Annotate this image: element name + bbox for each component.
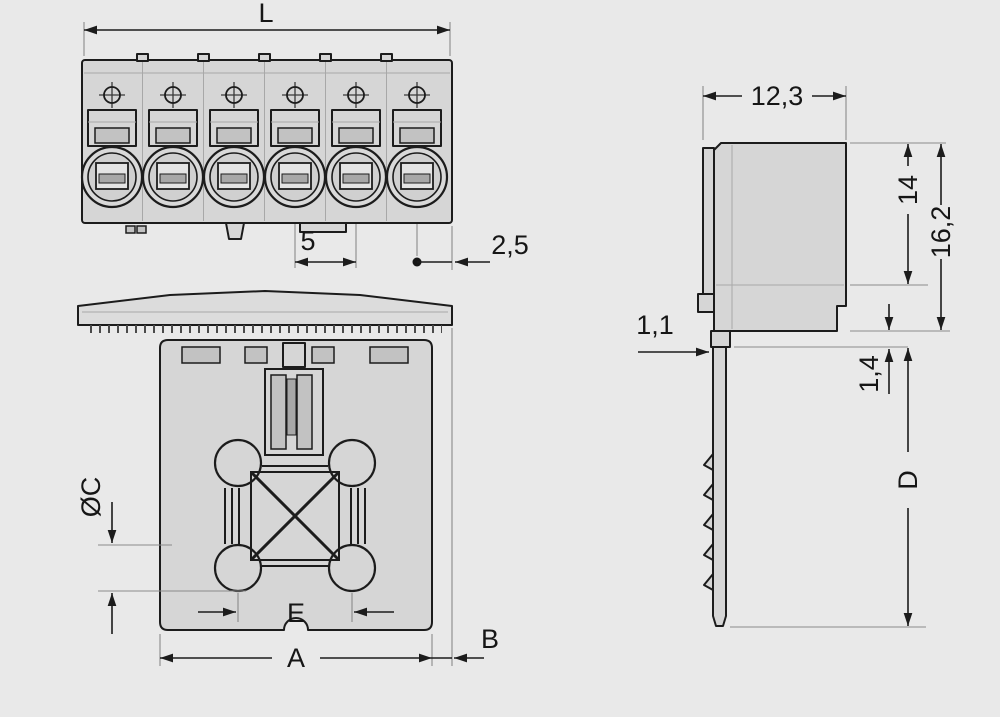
dim-label-shoulder-height: 1,4	[854, 355, 884, 393]
flange-foot	[697, 293, 715, 313]
pin-barb	[703, 513, 714, 531]
dimension-edge-offset: 2,5	[412, 224, 529, 270]
housing-tab	[197, 53, 210, 62]
center-latch	[282, 342, 306, 368]
side-view: 12,3 1,1 14 16,2 1,4	[636, 81, 956, 628]
housing-tab	[136, 53, 149, 62]
side-body	[713, 142, 847, 332]
housing-tab	[319, 53, 332, 62]
dim-label-pin-thickness: 1,1	[636, 310, 674, 340]
dim-label-edge-offset: 2,5	[491, 230, 529, 260]
mounting-hole	[327, 438, 377, 488]
mounting-hole	[327, 543, 377, 593]
latch-window	[181, 346, 221, 364]
dim-label-depth: 12,3	[751, 81, 804, 111]
pin-shoulder	[710, 330, 731, 348]
pin-barb	[703, 483, 714, 501]
dim-label-body-width: A	[287, 643, 305, 673]
pin-barb	[703, 543, 714, 561]
channel-rib	[270, 374, 287, 450]
housing-tab	[380, 53, 393, 62]
cross-frame	[250, 471, 340, 561]
bottom-latch	[225, 222, 245, 240]
channel-slot	[286, 378, 297, 436]
dim-label-pitch: 5	[300, 226, 315, 256]
dim-label-L: L	[258, 0, 273, 28]
dimension-total-height: 16,2	[850, 144, 956, 332]
dimension-upper-height: 14	[850, 142, 946, 286]
dimension-L: L	[83, 0, 451, 56]
dim-label-total-height: 16,2	[926, 206, 956, 259]
center-channel	[264, 368, 324, 456]
dimension-flange-overhang: B	[432, 328, 499, 666]
dim-label-flange-overhang: B	[481, 624, 499, 654]
dimension-depth: 12,3	[702, 81, 847, 140]
channel-rib	[296, 374, 313, 450]
dimension-pin-length: D	[730, 348, 926, 628]
housing-tab	[258, 53, 271, 62]
dim-label-hole-diameter: ØC	[76, 477, 106, 518]
latch-window	[369, 346, 409, 364]
dimension-shoulder-height: 1,4	[734, 304, 908, 394]
dim-label-hole-spacing: E	[287, 598, 305, 628]
front-view: L 5 2,5	[80, 0, 529, 270]
bottom-rib	[299, 222, 347, 233]
dimension-pin-thickness: 1,1	[636, 310, 709, 357]
cross-diagonal	[249, 470, 341, 562]
dimension-hole-spacing: E	[198, 593, 394, 628]
bottom-detail	[125, 225, 136, 234]
bottom-view: ØC E A B	[76, 290, 499, 673]
connector-base-body	[159, 339, 433, 631]
latch-window	[311, 346, 335, 364]
latch-window	[244, 346, 268, 364]
mounting-hole	[213, 438, 263, 488]
bottom-detail	[136, 225, 147, 234]
flange-lip	[702, 147, 715, 313]
dimension-hole-diameter: ØC	[76, 477, 246, 634]
pin-barb	[703, 573, 714, 591]
dimension-pitch: 5	[294, 224, 357, 268]
pin-barb	[703, 453, 714, 471]
dimension-body-width: A	[159, 634, 433, 673]
flange-cap	[77, 290, 453, 326]
dim-label-upper-height: 14	[893, 175, 923, 205]
dim-label-pin-length: D	[893, 470, 923, 490]
solder-pin	[712, 346, 727, 627]
